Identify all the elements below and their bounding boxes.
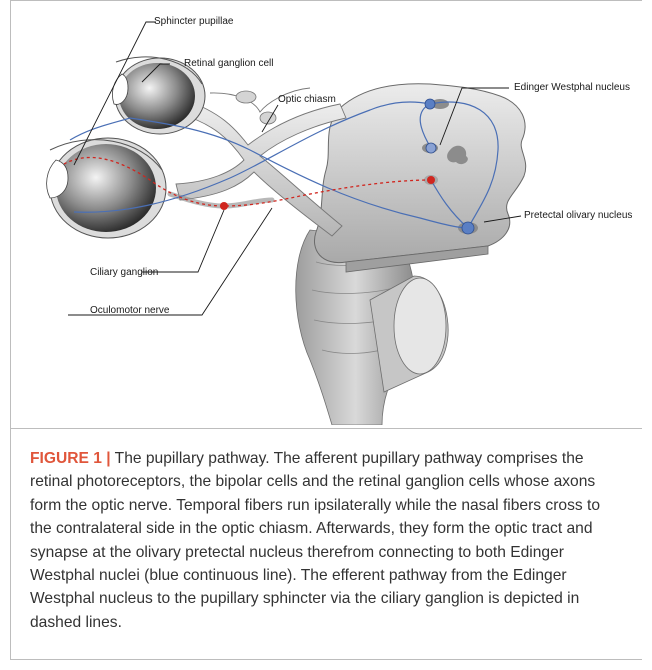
- label-retinal-ganglion-cell: Retinal ganglion cell: [184, 58, 274, 69]
- midbrain-section: [314, 84, 525, 272]
- label-sphincter-pupillae: Sphincter pupillae: [154, 16, 234, 27]
- label-edinger-westphal-nucleus: Edinger Westphal nucleus: [514, 82, 630, 93]
- diagram-svg: Sphincter pupillae Retinal ganglion cell…: [10, 0, 642, 425]
- cerebellar-peduncle: [370, 276, 448, 392]
- label-oculomotor-nerve: Oculomotor nerve: [90, 305, 170, 316]
- edinger-westphal-nucleus-marker: [425, 99, 435, 109]
- label-optic-chiasm: Optic chiasm: [278, 94, 336, 105]
- ciliary-ganglion-marker: [220, 202, 228, 210]
- figure-caption-title: FIGURE 1 |: [30, 450, 111, 467]
- pretectal-olivary-nucleus-marker: [462, 222, 474, 234]
- label-ciliary-ganglion: Ciliary ganglion: [90, 267, 158, 278]
- figure-caption: FIGURE 1 | The pupillary pathway. The af…: [30, 447, 618, 634]
- efferent-origin-marker: [427, 176, 435, 184]
- edinger-westphal-nucleus-marker-2: [426, 143, 436, 153]
- figure-caption-box: FIGURE 1 | The pupillary pathway. The af…: [10, 428, 642, 660]
- figure-caption-text: The pupillary pathway. The afferent pupi…: [30, 450, 600, 631]
- label-pretectal-olivary-nucleus: Pretectal olivary nucleus: [524, 210, 632, 221]
- pupillary-pathway-diagram: Sphincter pupillae Retinal ganglion cell…: [10, 0, 642, 425]
- lower-eyeball: [47, 138, 166, 238]
